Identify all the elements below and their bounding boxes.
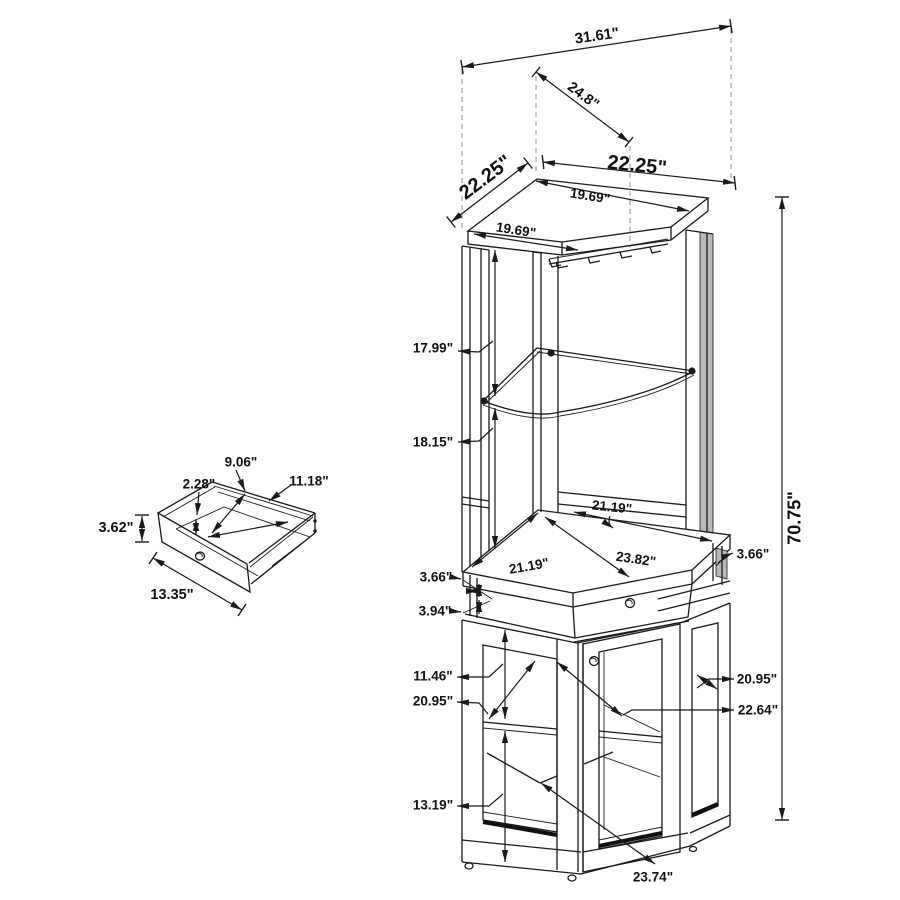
dim-label-base-left-glass: 20.95" bbox=[412, 693, 454, 709]
counter-dimension-lines bbox=[448, 511, 734, 614]
dim-label-hutch-lower-opening: 18.15" bbox=[412, 434, 454, 450]
dim-label-counter-edge-left: 3.66" bbox=[419, 569, 453, 585]
dim-label-base-upper-opening: 11.46" bbox=[413, 668, 453, 684]
dim-label-base-lower-opening: 13.19" bbox=[412, 797, 454, 813]
overall-height-dimension bbox=[775, 196, 789, 821]
stemware-rack bbox=[548, 238, 669, 269]
dim-label-hutch-upper-opening: 17.99" bbox=[412, 340, 454, 356]
dim-label-base-right-glass: 20.95" bbox=[736, 671, 778, 687]
dim-label-drawer-front-height: 3.62" bbox=[98, 520, 134, 536]
hutch-glass-shelf bbox=[480, 347, 696, 419]
dim-label-base-door-glass: 22.64" bbox=[737, 702, 779, 718]
top-dimension-lines bbox=[446, 18, 737, 252]
counter-section bbox=[461, 509, 732, 643]
base-dimension-lines bbox=[456, 630, 734, 865]
base-cabinet bbox=[461, 602, 731, 882]
dim-label-base-front-width: 23.74" bbox=[632, 869, 674, 885]
hutch-back-panels bbox=[461, 229, 714, 572]
base-interior-shelves bbox=[482, 652, 663, 841]
dim-label-drawer-inner-height: 2.28" bbox=[182, 476, 216, 492]
dim-label-overall-height: 70.75" bbox=[784, 491, 805, 545]
dim-label-drawer-front-width: 13.35" bbox=[150, 587, 194, 603]
drawer-detail bbox=[135, 469, 317, 617]
dim-label-drawer-inner-depth: 9.06" bbox=[224, 454, 258, 470]
top-guide-dashed-lines bbox=[461, 29, 732, 247]
cabinet-top-slab bbox=[466, 178, 710, 256]
dim-label-counter-edge-right: 3.66" bbox=[736, 546, 770, 562]
dim-label-counter-apron-height: 3.94" bbox=[418, 603, 452, 619]
dim-label-drawer-inner-width: 11.18" bbox=[289, 473, 329, 489]
